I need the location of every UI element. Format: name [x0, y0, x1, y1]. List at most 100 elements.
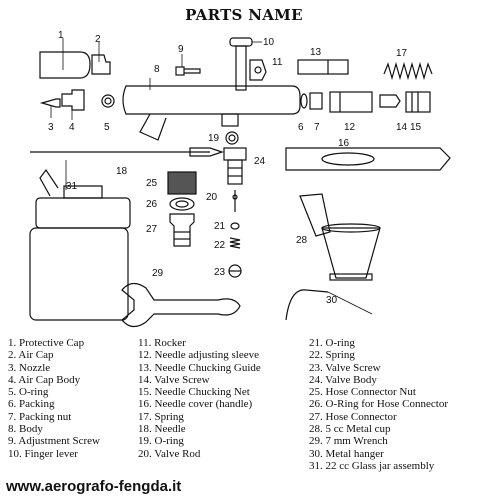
callout-31: 31 — [66, 181, 78, 192]
callout-25: 25 — [146, 178, 158, 189]
part-name-item: 9. Adjustment Screw — [8, 435, 100, 448]
part-name-item: 28. 5 cc Metal cup — [309, 423, 391, 436]
part-name-item: 30. Metal hanger — [309, 447, 384, 460]
callout-5: 5 — [104, 122, 110, 133]
part-valve-screw-14 — [379, 94, 401, 108]
part-name-item: 29. 7 mm Wrench — [309, 435, 388, 448]
part-spring-17 — [383, 61, 433, 81]
part-name-item: 20. Valve Rod — [138, 447, 201, 460]
callout-18: 18 — [116, 166, 128, 177]
part-name-item: 19. O-ring — [138, 435, 184, 448]
callout-14: 14 — [396, 122, 408, 133]
part-name-item: 6. Packing — [8, 398, 55, 411]
page-title: PARTS NAME — [185, 6, 303, 24]
part-name-item: 2. Air Cap — [8, 349, 54, 362]
part-packing — [300, 93, 308, 109]
part-name-item: 31. 22 cc Glass jar assembly — [309, 459, 435, 472]
part-name-item: 26. O-Ring for Hose Connector — [309, 398, 449, 411]
part-name-item: 25. Hose Connector Nut — [309, 386, 416, 399]
part-spring-22 — [229, 237, 241, 249]
callout-19: 19 — [208, 133, 220, 144]
callout-12: 12 — [344, 122, 356, 133]
callout-4: 4 — [69, 122, 75, 133]
part-o-ring-5 — [101, 94, 115, 108]
part-name-item: 4. Air Cap Body — [8, 373, 81, 386]
part-name-item: 27. Hose Connector — [309, 410, 397, 423]
part-finger-lever — [229, 37, 262, 91]
callout-labels: 1 2 3 4 5 6 7 8 9 10 11 12 13 14 15 16 1… — [48, 30, 422, 306]
part-needle-chucking-net — [405, 91, 431, 113]
part-rocker — [249, 59, 267, 81]
part-hose-connector — [169, 213, 195, 247]
part-air-cap-body — [61, 89, 85, 120]
part-name-item: 10. Finger lever — [8, 447, 78, 460]
callout-6: 6 — [298, 122, 304, 133]
callout-9: 9 — [178, 44, 184, 55]
callout-3: 3 — [48, 122, 54, 133]
part-body — [122, 78, 301, 141]
part-o-ring-19 — [225, 131, 239, 145]
parts-legend-column-2: 11. Rocker 12. Needle adjusting sleeve 1… — [138, 337, 261, 460]
part-packing-nut — [309, 92, 323, 110]
parts-legend-column-1: 1. Protective Cap 2. Air Cap 3. Nozzle 4… — [8, 337, 100, 460]
part-name-item: 17. Spring — [138, 410, 184, 423]
callout-28: 28 — [296, 235, 308, 246]
callout-26: 26 — [146, 199, 158, 210]
callout-27: 27 — [146, 224, 158, 235]
part-valve-screw-23 — [228, 264, 242, 278]
part-protective-cap — [39, 38, 91, 79]
exploded-parts-diagram: 1 2 3 4 5 6 7 8 9 10 11 12 13 14 15 16 1… — [29, 30, 451, 328]
part-name-item: 24. Valve Body — [309, 373, 377, 386]
callout-10: 10 — [263, 37, 275, 48]
callout-20: 20 — [206, 192, 218, 203]
callout-11: 11 — [272, 57, 283, 68]
part-name-item: 11. Rocker — [138, 337, 186, 349]
part-metal-hanger — [285, 289, 373, 321]
part-name-item: 3. Nozzle — [8, 361, 51, 374]
callout-29: 29 — [152, 268, 164, 279]
callout-22: 22 — [214, 240, 226, 251]
callout-1: 1 — [58, 30, 64, 41]
part-name-item: 22. Spring — [309, 349, 355, 362]
part-name-item: 8. Body — [8, 423, 43, 436]
part-name-item: 7. Packing nut — [8, 410, 72, 423]
part-needle — [30, 147, 224, 157]
part-name-item: 16. Needle cover (handle) — [138, 398, 253, 411]
part-name-item: 15. Needle Chucking Net — [138, 386, 250, 399]
website-url: www.aerografo-fengda.it — [6, 478, 182, 495]
part-hose-connector-nut — [167, 171, 197, 195]
part-air-cap — [91, 42, 111, 75]
part-name-item: 5. O-ring — [8, 386, 49, 399]
callout-13: 13 — [310, 47, 322, 58]
part-glass-jar-assembly — [29, 160, 131, 321]
parts-legend-column-3: 21. O-ring 22. Spring 23. Valve Screw 24… — [309, 337, 448, 472]
callout-2: 2 — [95, 34, 101, 45]
callout-7: 7 — [314, 122, 320, 133]
part-valve-body — [223, 147, 247, 185]
part-needle-cover — [285, 147, 451, 171]
part-needle-chucking-guide — [297, 59, 349, 75]
part-adjustment-screw — [175, 54, 201, 76]
callout-24: 24 — [254, 156, 266, 167]
part-name-item: 18. Needle — [138, 423, 186, 436]
part-valve-rod — [232, 190, 238, 212]
part-o-ring-21 — [230, 222, 240, 230]
part-metal-cup — [299, 193, 381, 281]
part-o-ring-hose-connector — [169, 197, 195, 211]
callout-16: 16 — [338, 138, 350, 149]
callout-23: 23 — [214, 267, 226, 278]
part-name-item: 12. Needle adjusting sleeve — [138, 349, 259, 362]
part-name-item: 13. Needle Chucking Guide — [138, 361, 261, 374]
callout-21: 21 — [214, 221, 226, 232]
part-name-item: 23. Valve Screw — [309, 361, 381, 374]
part-name-item: 14. Valve Screw — [138, 373, 210, 386]
part-name-item: 21. O-ring — [309, 337, 355, 349]
callout-17: 17 — [396, 48, 408, 59]
callout-8: 8 — [154, 64, 160, 75]
part-name-item: 1. Protective Cap — [8, 337, 85, 349]
part-needle-adjusting-sleeve — [329, 91, 373, 113]
part-wrench — [121, 282, 241, 328]
callout-15: 15 — [410, 122, 422, 133]
part-nozzle — [39, 98, 61, 118]
callout-30: 30 — [326, 295, 338, 306]
